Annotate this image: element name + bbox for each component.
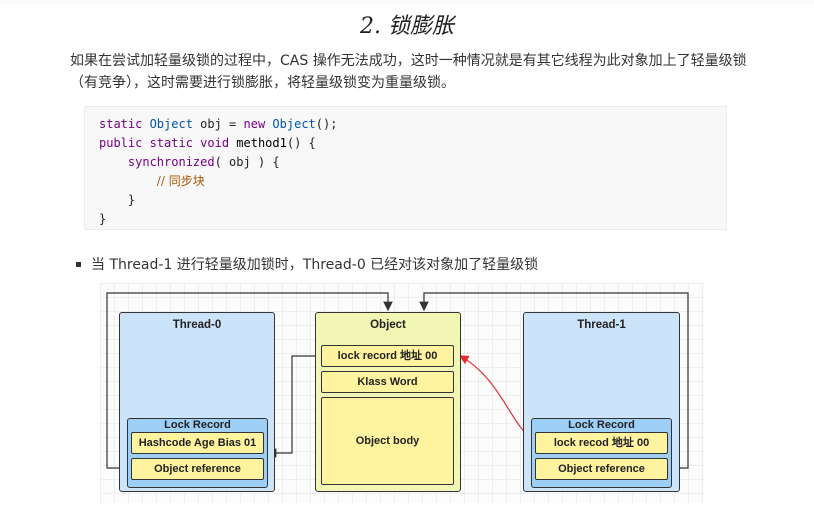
thread0-objref-field: Object reference	[131, 458, 264, 480]
code-block: static Object obj = new Object(); public…	[84, 106, 727, 230]
thread1-objref-field: Object reference	[535, 458, 668, 480]
thread0-box: Thread-0 Lock Record Hashcode Age Bias 0…	[119, 312, 275, 492]
code-line-3: synchronized( obj ) {	[127, 155, 280, 169]
object-to-lockrecord-line	[266, 355, 321, 458]
section-heading: 2. 锁膨胀	[360, 14, 454, 39]
lock-inflation-diagram: Thread-0 Lock Record Hashcode Age Bias 0…	[100, 283, 704, 503]
thread1-lock-record-title: Lock Record	[568, 419, 635, 431]
thread0-objref-line	[106, 292, 393, 469]
thread1-lock-record: Lock Record lock recod 地址 00 Object refe…	[531, 418, 672, 488]
code-line-6: }	[99, 212, 107, 226]
object-title: Object	[370, 319, 406, 331]
object-markword-field: lock record 地址 00	[321, 345, 454, 367]
intro-paragraph: 如果在尝试加轻量级锁的过程中，CAS 操作无法成功，这时一种情况就是有其它线程为…	[70, 53, 747, 91]
object-klassword-field: Klass Word	[321, 371, 454, 393]
thread0-markword-field: Hashcode Age Bias 01	[131, 432, 264, 454]
code-line-4: // 同步块	[156, 174, 205, 188]
cas-arrow-line	[458, 355, 542, 448]
thread1-title: Thread-1	[577, 319, 626, 331]
thread0-title: Thread-0	[172, 319, 222, 331]
top-strip	[0, 0, 814, 4]
bullet-dot-icon	[76, 261, 81, 267]
code-line-1: static Object obj = new Object();	[99, 117, 338, 131]
thread1-box: Thread-1 Lock Record lock recod 地址 00 Ob…	[523, 312, 680, 492]
bullet-text: 当 Thread-1 进行轻量级加锁时，Thread-0 已经对该对象加了轻量级…	[91, 257, 539, 273]
bullet-item: 当 Thread-1 进行轻量级加锁时，Thread-0 已经对该对象加了轻量级…	[76, 254, 538, 274]
thread1-objref-line	[419, 292, 689, 469]
code-line-5: }	[99, 193, 136, 207]
thread0-lock-record-title: Lock Record	[164, 419, 231, 431]
object-box: Object lock record 地址 00 Klass Word Obje…	[315, 312, 461, 492]
thread0-lock-record: Lock Record Hashcode Age Bias 01 Object …	[127, 418, 268, 488]
code-line-2: public static void method1() {	[99, 136, 316, 150]
object-body-field: Object body	[321, 397, 454, 485]
thread1-markword-field: lock recod 地址 00	[535, 432, 668, 454]
